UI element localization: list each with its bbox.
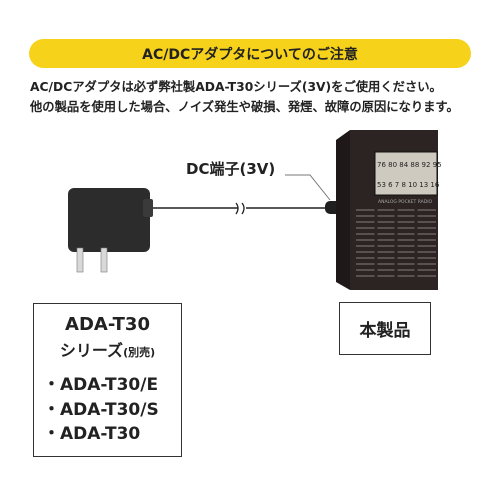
- product-label-box: 本製品: [339, 302, 431, 355]
- adapter-model-list: ・ADA-T30/E ・ADA-T30/S ・ADA-T30: [43, 370, 159, 444]
- adapter-model-item: ・ADA-T30/E: [43, 375, 159, 395]
- ac-adapter-icon: [68, 188, 153, 273]
- adapter-model-item: ・ADA-T30/S: [43, 399, 159, 420]
- adapter-series-subtitle-text: シリーズ: [59, 341, 124, 360]
- adapter-series-box: ADA-T30 シリーズ(別売) ・ADA-T30/E ・ADA-T30/S ・…: [33, 303, 182, 457]
- notice-line-2: 他の製品を使用した場合、ノイズ発生や破損、発煙、故障の原因になります。: [30, 100, 459, 114]
- adapter-series-subtitle: シリーズ(別売): [34, 337, 181, 361]
- cable-break-mark: [235, 202, 245, 215]
- adapter-sold-separately-note: (別売): [123, 346, 156, 359]
- product-label: 本製品: [359, 321, 411, 341]
- radio-device-icon: 76 80 84 88 92 95 53 6 7 8 10 13 16 ANAL…: [336, 130, 442, 290]
- radio-scale-bottom: 53 6 7 8 10 13 16: [377, 181, 440, 189]
- adapter-model-item: ・ADA-T30: [43, 424, 141, 444]
- adapter-series-title: ADA-T30: [65, 314, 150, 335]
- notice-text: AC/DCアダプタは必ず弊社製ADA-T30シリーズ(3V)をご使用ください。 …: [30, 77, 475, 117]
- caution-banner: AC/DCアダプタについてのご注意: [29, 39, 471, 68]
- dc-terminal-leader-line: [285, 174, 331, 201]
- radio-brand-label: ANALOG POCKET RADIO: [378, 199, 433, 205]
- radio-scale-top: 76 80 84 88 92 95: [377, 161, 442, 169]
- dc-terminal-label: DC端子(3V): [186, 160, 276, 178]
- caution-banner-title: AC/DCアダプタについてのご注意: [142, 46, 358, 63]
- notice-line-1: AC/DCアダプタは必ず弊社製ADA-T30シリーズ(3V)をご使用ください。: [30, 80, 442, 94]
